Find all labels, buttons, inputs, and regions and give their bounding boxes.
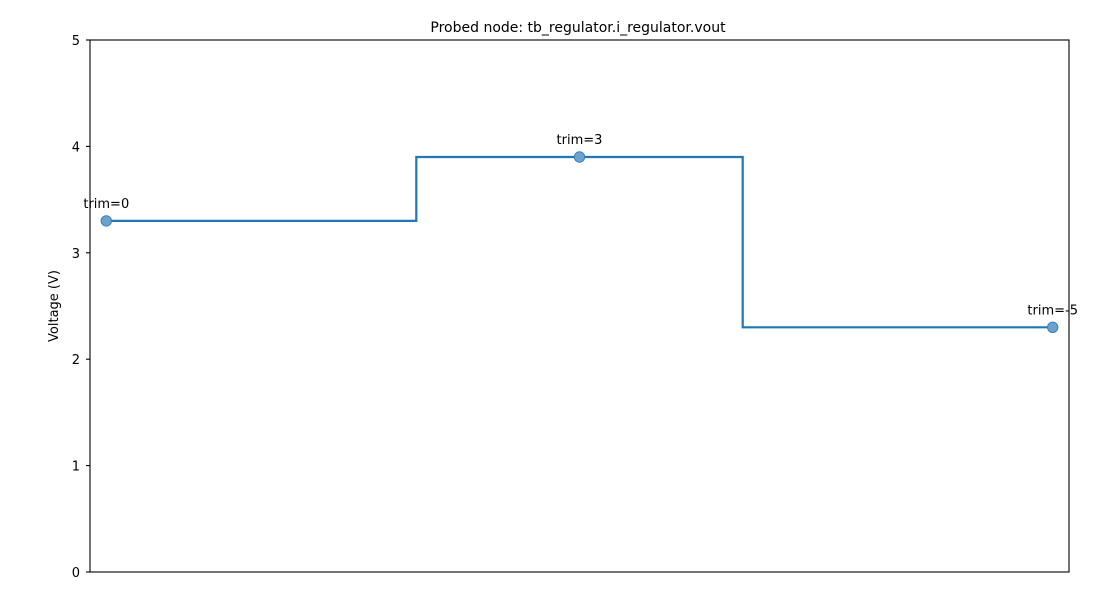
annotation-label-trim-3: trim=3 [557, 133, 603, 148]
annotation-label-trim-minus-5: trim=-5 [1027, 303, 1078, 318]
data-point-marker-trim-minus-5 [1047, 321, 1059, 333]
chart-title: Probed node: tb_regulator.i_regulator.vo… [430, 20, 726, 36]
axes-frame [89, 39, 1070, 573]
y-tick-label-5: 5 [72, 34, 80, 49]
annotation-trim-3: trim=3 [557, 133, 603, 163]
data-point-marker-trim-0 [100, 215, 113, 227]
plot-area-background [90, 40, 1069, 572]
annotation-trim-0: trim=0 [83, 197, 129, 227]
y-tick-label-1: 1 [72, 460, 80, 475]
y-tick-label-2: 2 [72, 353, 80, 368]
y-axis-ticks: 0 1 2 3 4 5 [72, 34, 90, 581]
y-tick-label-4: 4 [72, 140, 80, 155]
y-tick-label-0: 0 [72, 566, 80, 581]
annotation-trim-minus-5: trim=-5 [1027, 303, 1078, 333]
y-tick-label-3: 3 [72, 247, 80, 262]
y-axis-title: Voltage (V) [47, 270, 62, 342]
annotation-label-trim-0: trim=0 [83, 197, 129, 212]
data-point-marker-trim-3 [573, 151, 586, 163]
